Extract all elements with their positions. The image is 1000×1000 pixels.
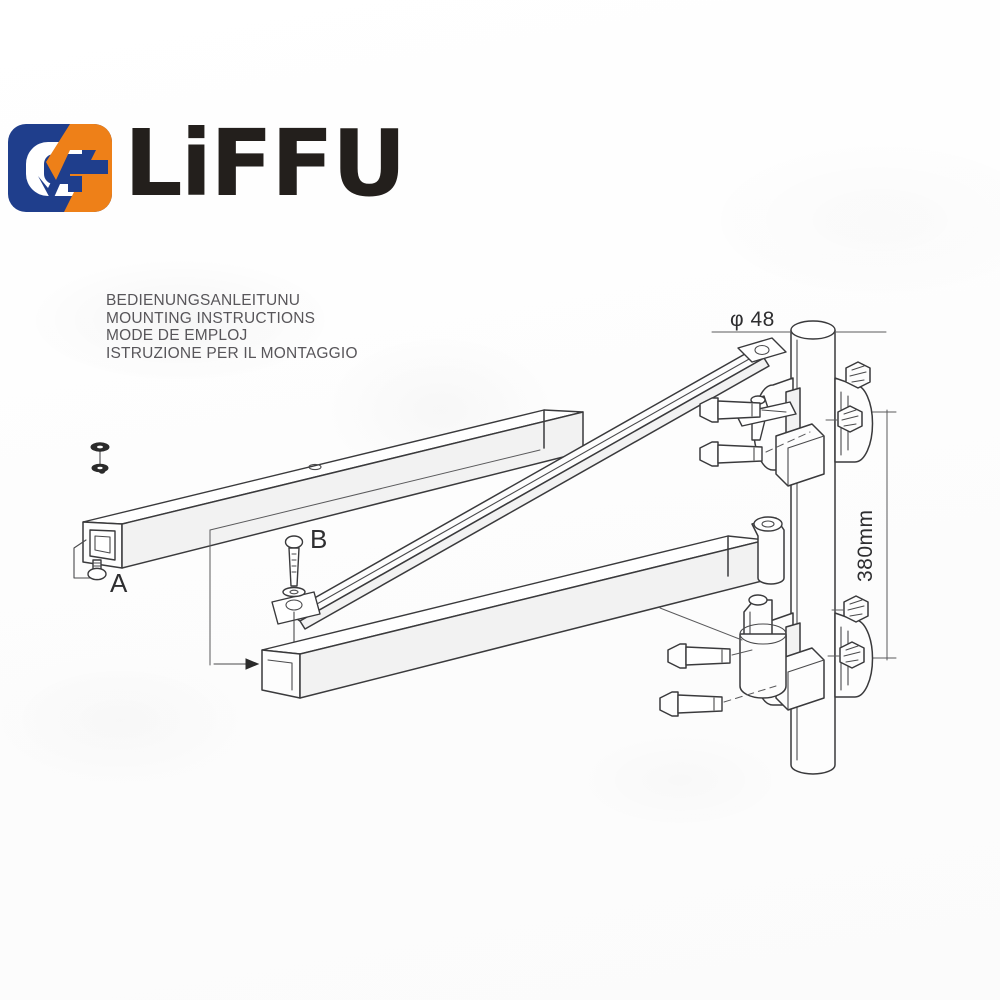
part-b-fastener-exploded: B xyxy=(282,524,327,663)
instruction-line-de: BEDIENUNGSANLEITUNU xyxy=(106,292,301,309)
upper-clamp-nut-2 xyxy=(825,405,863,433)
upper-horizontal-beam xyxy=(82,409,584,569)
brand-wordmark: LiFFU xyxy=(124,110,407,217)
lower-clamp-bolt-2 xyxy=(659,685,777,717)
callout-b-label: B xyxy=(310,524,327,554)
instruction-line-it: ISTRUZIONE PER IL MONTAGGIO xyxy=(106,344,358,362)
lower-horizontal-beam xyxy=(261,516,785,699)
pipe-diameter-dimension: φ 48 xyxy=(711,308,887,333)
callout-a: A xyxy=(73,539,128,598)
reference-outline xyxy=(209,449,541,666)
collar-leader-line xyxy=(659,607,743,641)
instruction-line-en: MOUNTING INSTRUCTIONS xyxy=(106,309,316,327)
brand-logo: LiFFU xyxy=(8,110,407,220)
instruction-line-fr: MODE DE EMPLOJ xyxy=(106,327,248,344)
vertical-spacing-label: 380mm xyxy=(854,509,877,582)
part-a-fastener-exploded xyxy=(90,442,110,473)
diagonal-brace xyxy=(271,337,787,630)
vertical-spacing-dimension: 380mm xyxy=(844,409,897,661)
callout-a-label: A xyxy=(110,568,128,598)
liffu-monogram-icon xyxy=(8,124,112,212)
lower-clamp-bolt-1 xyxy=(667,643,753,669)
instruction-heading-block: BEDIENUNGSANLEITUNU MOUNTING INSTRUCTION… xyxy=(106,292,358,362)
pipe-diameter-label: φ 48 xyxy=(730,308,775,331)
upper-clamp-bolt-1 xyxy=(699,397,787,423)
lower-pipe-clamp xyxy=(739,594,874,711)
lower-clamp-nut-1 xyxy=(831,595,869,623)
upper-clamp-bolt-2 xyxy=(699,431,811,467)
lower-clamp-nut-2 xyxy=(827,641,865,669)
insertion-arrow xyxy=(213,658,260,670)
upper-clamp-nut-1 xyxy=(845,361,871,389)
